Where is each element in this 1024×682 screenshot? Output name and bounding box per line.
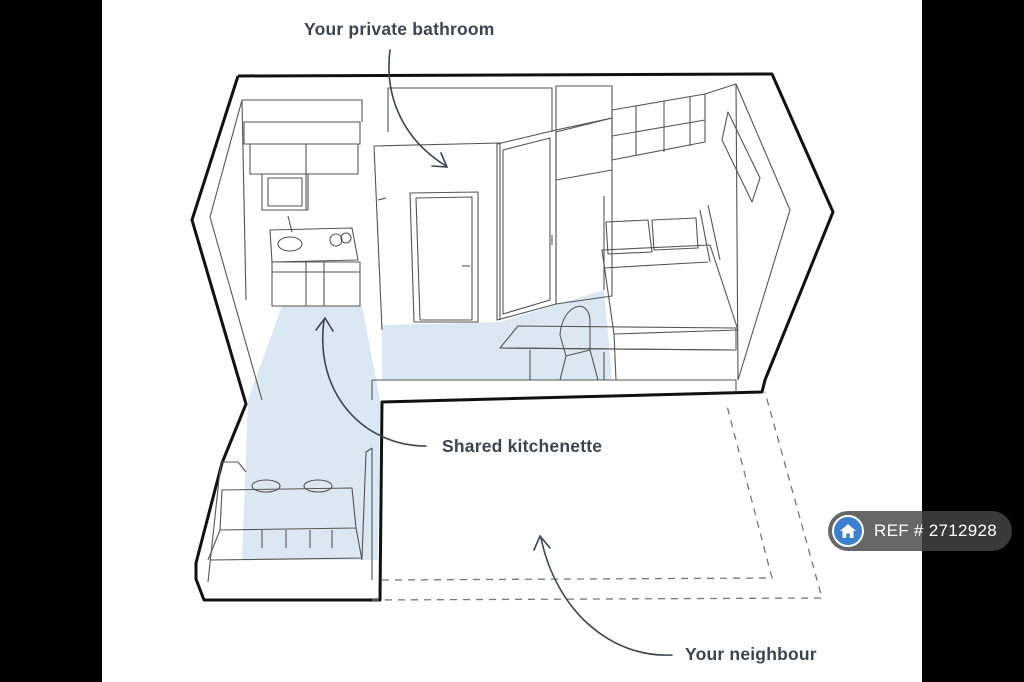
home-icon (832, 515, 864, 547)
interior-lines (207, 83, 791, 583)
floor-fill (242, 290, 612, 560)
arrow-bathroom-head (431, 152, 449, 168)
arrow-neighbour-head (533, 534, 551, 551)
arrow-kitchenette (321, 319, 427, 447)
arrow-neighbour (540, 537, 673, 656)
reference-badge: REF # 2712928 (828, 511, 1012, 551)
label-shared-kitchenette: Shared kitchenette (442, 436, 603, 456)
neighbour-dashed-outline (371, 391, 823, 601)
label-your-neighbour: Your neighbour (685, 644, 817, 664)
outer-wall-outline (190, 72, 835, 602)
arrow-kitchenette-head (315, 316, 334, 332)
label-private-bathroom: Your private bathroom (304, 19, 495, 39)
reference-number: REF # 2712928 (874, 521, 997, 540)
annotation-arrows (315, 49, 673, 656)
arrow-bathroom (388, 49, 447, 167)
